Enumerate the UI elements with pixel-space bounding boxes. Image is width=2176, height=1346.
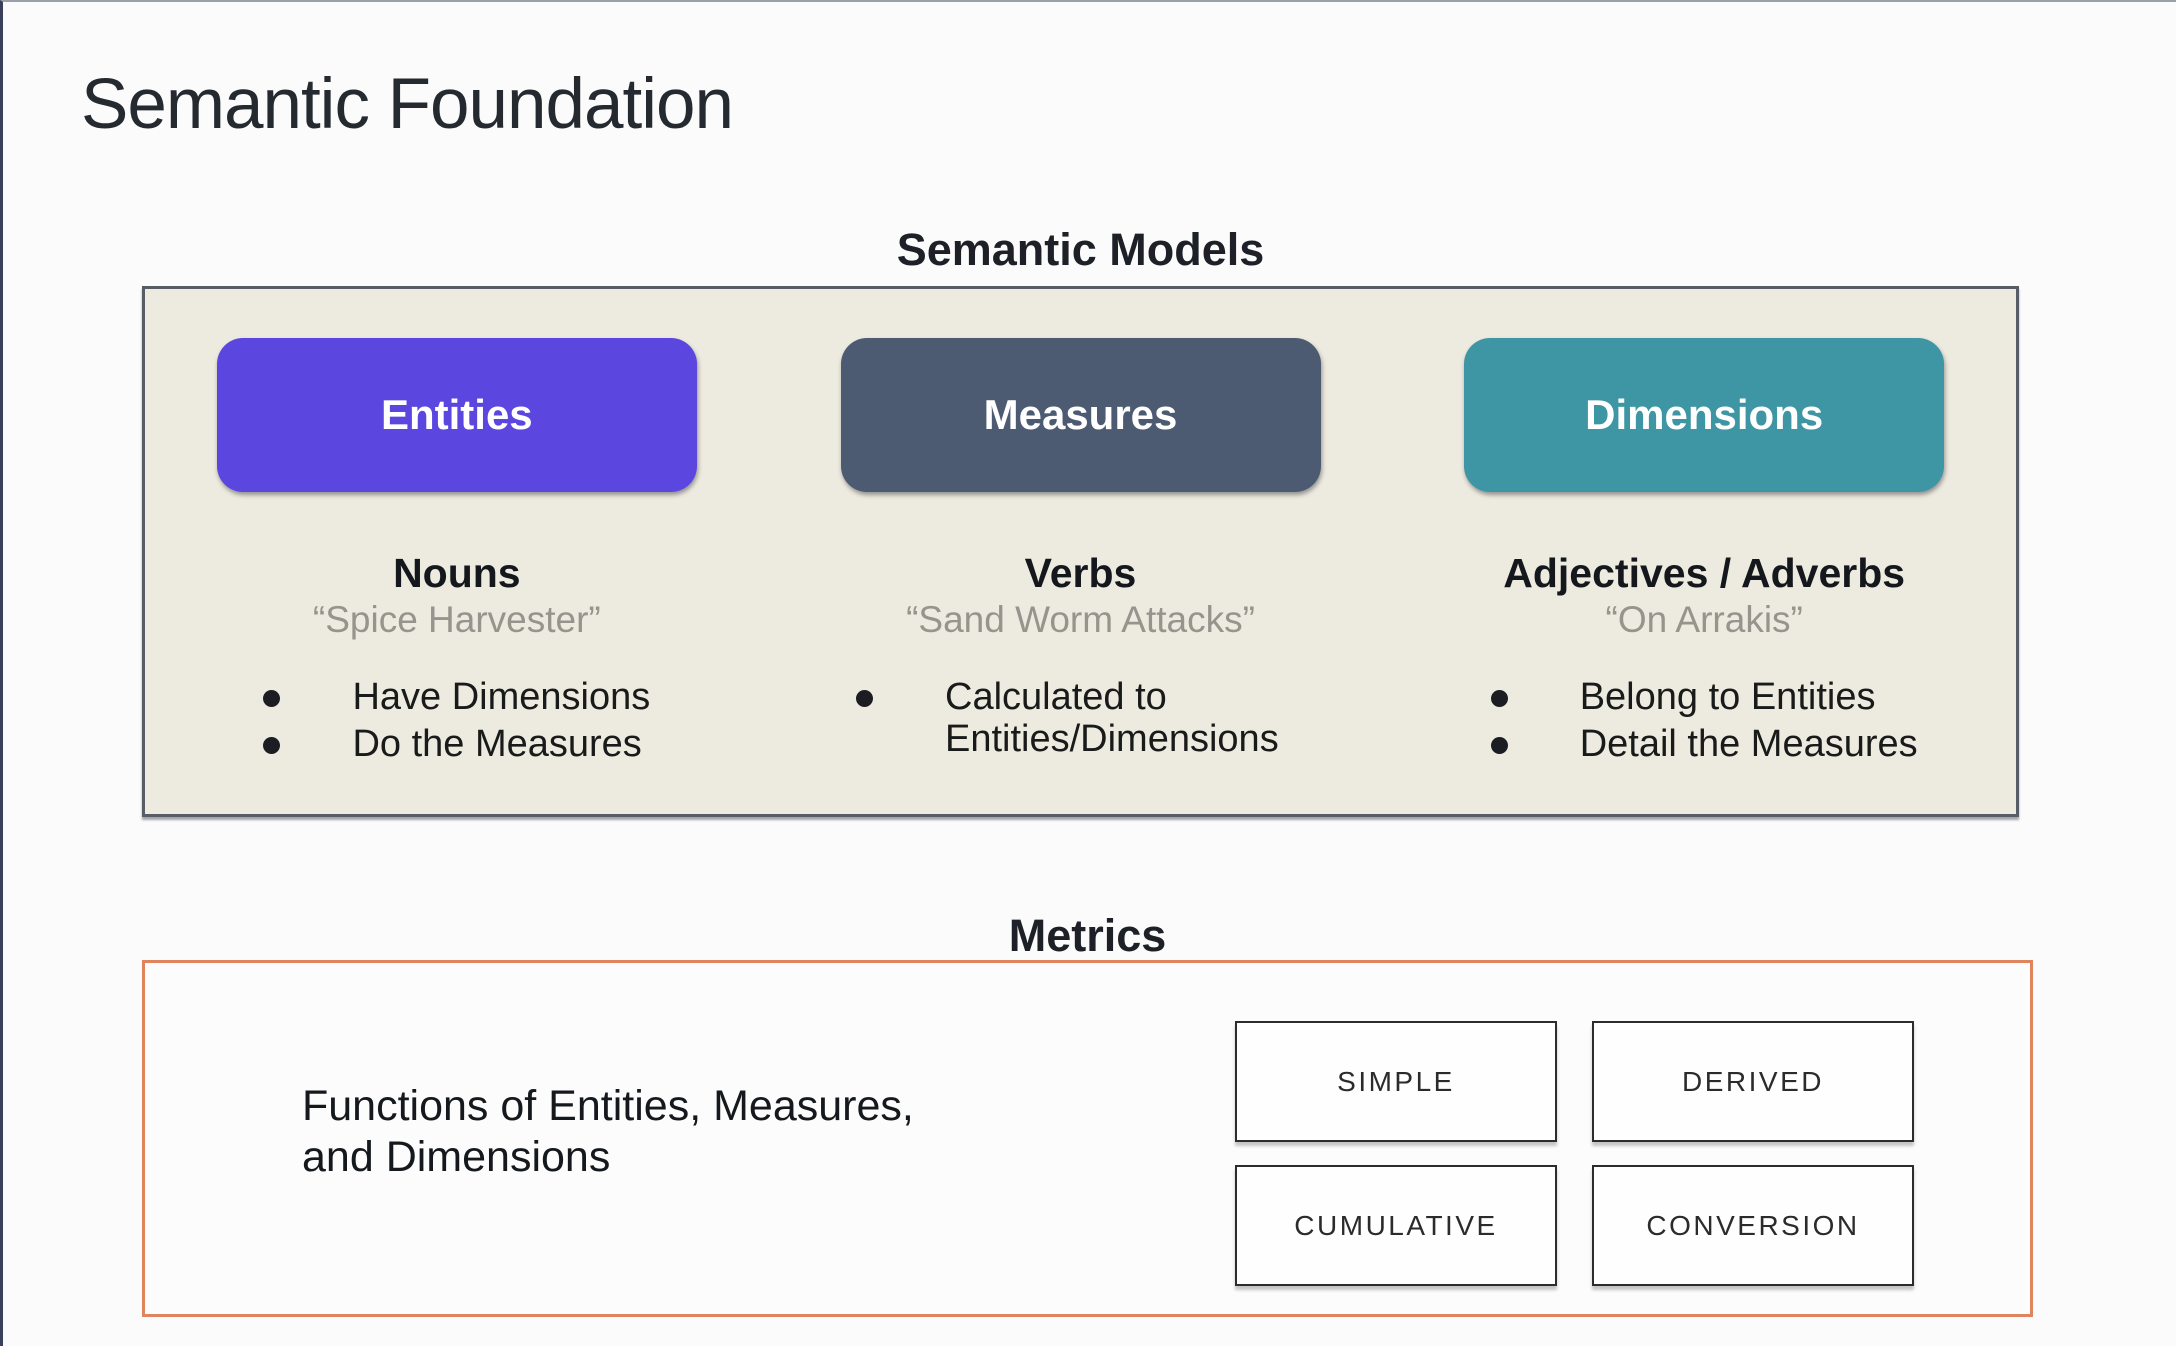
metric-types-grid: SIMPLE DERIVED CUMULATIVE CONVERSION — [1235, 1021, 1914, 1286]
entities-pill: Entities — [216, 338, 697, 492]
bullet-icon — [263, 736, 281, 754]
metrics-panel: Functions of Entities, Measures, and Dim… — [142, 960, 2033, 1317]
dimensions-subheading: Adjectives / Adverbs — [1503, 550, 1906, 596]
metrics-description: Functions of Entities, Measures, and Dim… — [302, 1081, 914, 1182]
dimensions-quote: “On Arrakis” — [1605, 599, 1803, 640]
list-item: Belong to Entities — [1490, 676, 1918, 719]
semantic-models-heading: Semantic Models — [896, 224, 1265, 275]
bullet-label: Calculated to Entities/Dimensions — [945, 676, 1279, 760]
metric-type-derived: DERIVED — [1592, 1021, 1914, 1142]
measures-subheading: Verbs — [1024, 550, 1137, 596]
bullet-label: Have Dimensions — [352, 676, 651, 718]
bullet-label: Detail the Measures — [1579, 722, 1918, 765]
bullet-label: Do the Measures — [352, 722, 642, 765]
measures-column: Measures Verbs “Sand Worm Attacks” Calcu… — [769, 338, 1393, 814]
bullet-label: Belong to Entities — [1579, 676, 1876, 718]
dimensions-bullet-list: Belong to Entities Detail the Measures — [1490, 676, 1918, 766]
entities-bullet-list: Have Dimensions Do the Measures — [263, 676, 651, 766]
bullet-icon — [856, 690, 873, 707]
metric-type-cumulative: CUMULATIVE — [1235, 1165, 1557, 1286]
measures-pill: Measures — [840, 338, 1321, 492]
measures-quote: “Sand Worm Attacks” — [906, 599, 1255, 640]
page-title: Semantic Foundation — [81, 65, 734, 144]
bullet-icon — [1490, 690, 1508, 707]
semantic-models-panel: Entities Nouns “Spice Harvester” Have Di… — [142, 286, 2019, 817]
dimensions-pill: Dimensions — [1464, 338, 1945, 492]
metrics-description-line1: Functions of Entities, Measures, — [302, 1082, 914, 1130]
metrics-heading: Metrics — [1008, 910, 1167, 961]
list-item: Do the Measures — [263, 722, 650, 766]
metric-type-simple: SIMPLE — [1235, 1021, 1557, 1142]
dimensions-column: Dimensions Adjectives / Adverbs “On Arra… — [1392, 338, 2016, 814]
list-item: Have Dimensions — [263, 676, 651, 719]
entities-column: Entities Nouns “Spice Harvester” Have Di… — [145, 338, 769, 814]
entities-subheading: Nouns — [393, 550, 521, 596]
measures-bullet-list: Calculated to Entities/Dimensions — [856, 676, 1305, 761]
entities-quote: “Spice Harvester” — [312, 599, 601, 640]
metric-type-conversion: CONVERSION — [1592, 1165, 1914, 1286]
metrics-description-line2: and Dimensions — [302, 1132, 611, 1181]
list-item: Calculated to Entities/Dimensions — [856, 676, 1305, 761]
bullet-icon — [263, 690, 281, 707]
bullet-icon — [1490, 736, 1508, 754]
list-item: Detail the Measures — [1490, 722, 1918, 766]
